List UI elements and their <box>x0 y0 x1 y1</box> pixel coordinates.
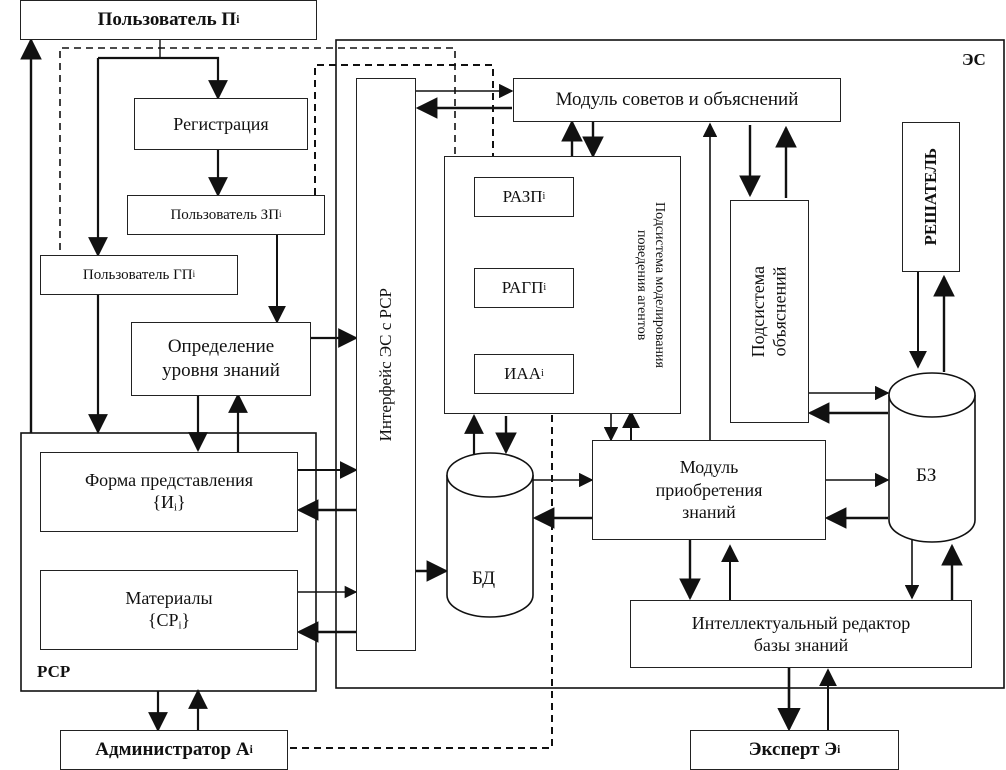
presentation-form-line1: Форма представления <box>84 469 254 490</box>
presentation-form-box[interactable]: Форма представления {Иi} <box>40 452 298 532</box>
user-zp-label: Пользователь ЗП <box>170 206 280 223</box>
knowledge-level-line2: уровня знаний <box>162 360 280 381</box>
database[interactable] <box>447 453 533 618</box>
materials-line1: Материалы <box>125 587 213 608</box>
arrow-user-to-registration <box>98 56 228 100</box>
iaa-label: ИАА <box>504 364 541 384</box>
dashed-admin-to-iaa <box>290 390 561 749</box>
registration-box[interactable]: Регистрация <box>134 98 308 150</box>
es-container-label: ЭС <box>962 50 986 69</box>
expert-actor-label: Эксперт Э <box>748 739 838 761</box>
kb-editor-line2: базы знаний <box>753 635 849 655</box>
user-actor-label: Пользователь П <box>97 9 237 31</box>
database-label: БД <box>472 568 496 589</box>
razp-label: РАЗП <box>502 187 543 207</box>
interface-box[interactable]: Интерфейс ЭС с РСР <box>356 78 416 651</box>
advice-module-label: Модуль советов и объяснений <box>555 89 799 111</box>
knowledge-level-line1: Определение <box>167 336 275 358</box>
acquisition-line2: приобретения <box>655 479 763 500</box>
ragp-label: РАГП <box>501 278 544 298</box>
materials-line2: {СРi} <box>147 610 191 632</box>
knowledge-base[interactable] <box>889 373 975 543</box>
registration-label: Регистрация <box>173 113 269 134</box>
interface-label: Интерфейс ЭС с РСР <box>376 287 396 442</box>
materials-box[interactable]: Материалы {СРi} <box>40 570 298 650</box>
rsr-container-label: РСР <box>37 662 71 681</box>
db-cylinder <box>446 452 534 618</box>
rsr-container <box>20 432 317 692</box>
es-container <box>335 39 1005 689</box>
user-gp-label: Пользователь ГП <box>82 266 193 283</box>
solver-box[interactable]: РЕШАТЕЛЬ <box>902 122 960 272</box>
advice-module-box[interactable]: Модуль советов и объяснений <box>513 78 841 122</box>
solver-label: РЕШАТЕЛЬ <box>921 148 941 246</box>
dashed-zp-to-razp <box>314 64 502 195</box>
acquisition-line1: Модуль <box>679 457 739 478</box>
kb-cylinder <box>888 372 976 543</box>
kb-editor-line1: Интеллектуальный редактор <box>691 612 911 633</box>
presentation-form-line2: {Иi} <box>152 492 186 514</box>
acquisition-module-box[interactable]: Модуль приобретения знаний <box>592 440 826 540</box>
knowledge-base-label: БЗ <box>916 465 937 486</box>
knowledge-level-box[interactable]: Определение уровня знаний <box>131 322 311 396</box>
kb-editor-box[interactable]: Интеллектуальный редактор базы знаний <box>630 600 972 668</box>
admin-actor-label: Администратор А <box>95 739 250 761</box>
acquisition-line3: знаний <box>682 502 736 523</box>
